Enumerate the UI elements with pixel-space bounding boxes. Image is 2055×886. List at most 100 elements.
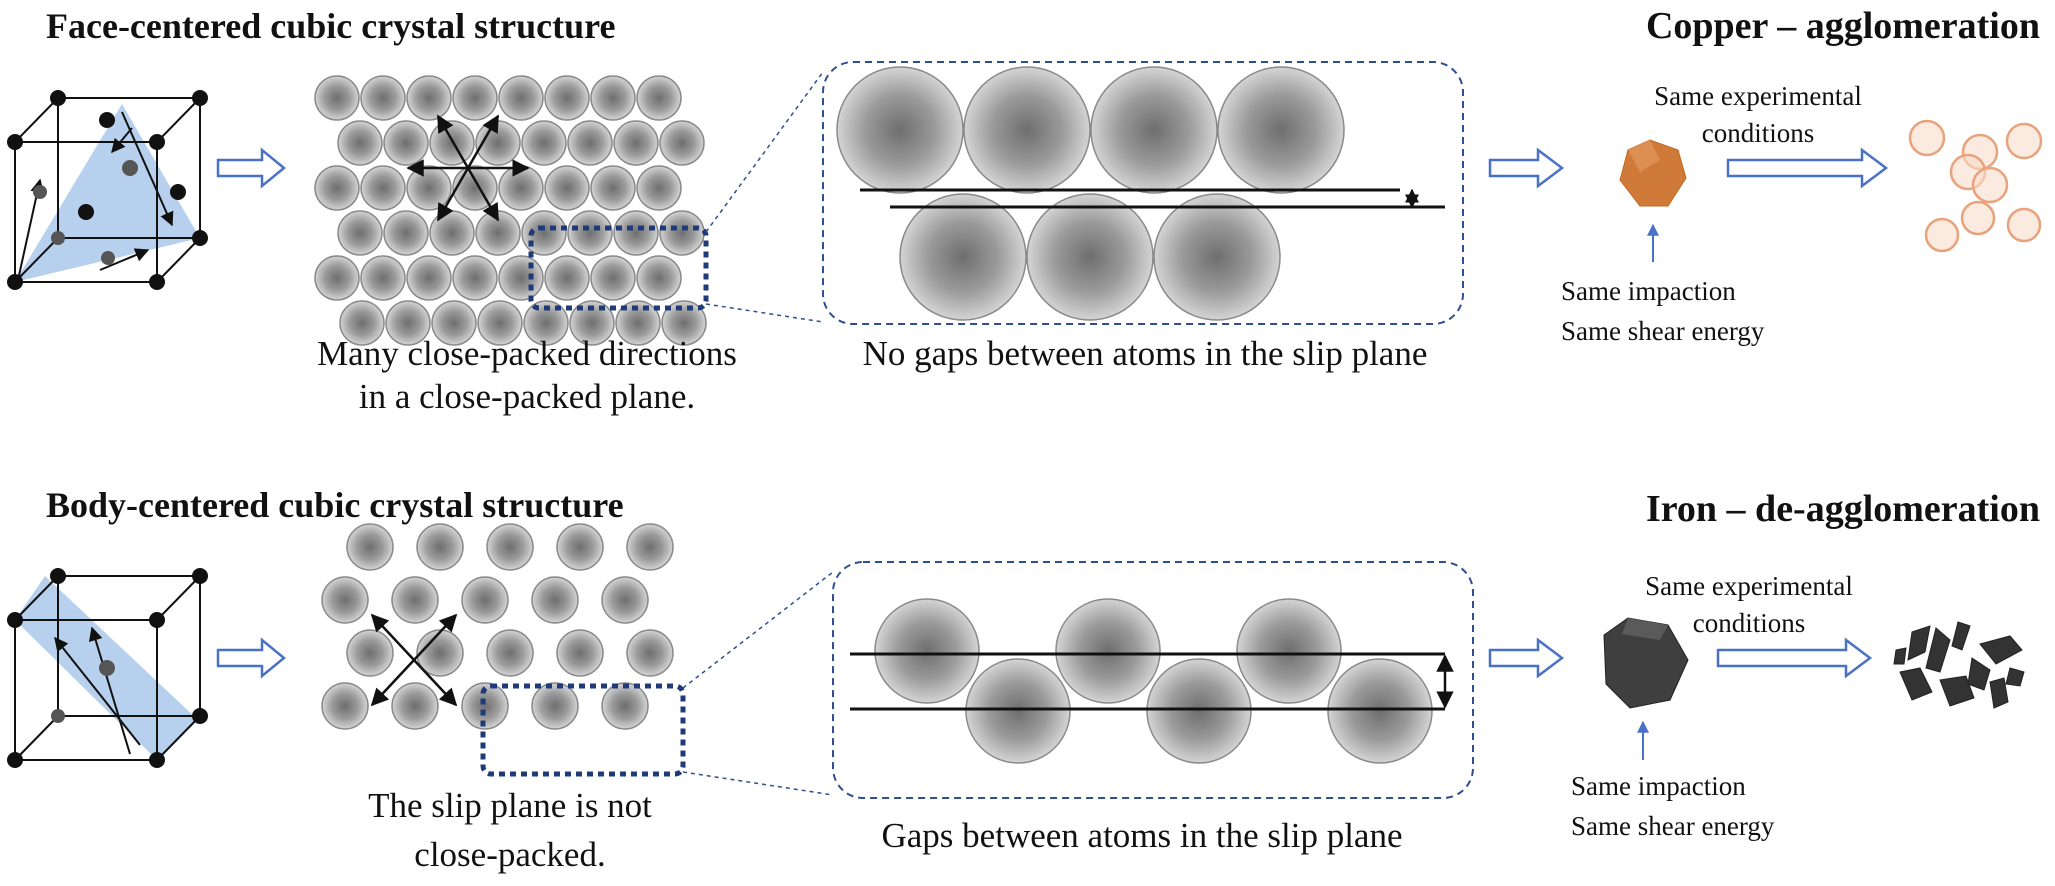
atom: [874, 598, 980, 704]
atom: [521, 210, 567, 256]
atom: [346, 523, 394, 571]
bcc-slip-lines: [850, 652, 1445, 711]
atom: [431, 300, 477, 346]
atom: [626, 523, 674, 571]
bcc-slip-caption: Gaps between atoms in the slip plane: [882, 816, 1403, 855]
atom: [321, 576, 369, 624]
atom: [498, 165, 544, 211]
atom: [416, 523, 464, 571]
four-direction-arrows-icon: [370, 613, 458, 707]
atom: [613, 210, 659, 256]
atom: [339, 300, 385, 346]
atom: [836, 66, 964, 194]
copper-impaction-line1: Same impaction: [1561, 276, 1736, 306]
iron-fragments-icon: [1893, 621, 2025, 709]
six-direction-arrows-icon: [406, 114, 530, 222]
atom: [452, 255, 498, 301]
atom: [544, 75, 590, 121]
atom: [429, 210, 475, 256]
atom: [314, 75, 360, 121]
atom: [590, 165, 636, 211]
bcc-atom-plane: [321, 523, 674, 730]
bcc-slip-plane-atoms: [874, 598, 1433, 764]
atom: [531, 682, 579, 730]
atom: [899, 193, 1027, 321]
atom: [461, 682, 509, 730]
copper-particle-icon: [1619, 139, 1687, 207]
block-arrow-icon: [216, 147, 286, 189]
atom: [314, 165, 360, 211]
atom: [601, 576, 649, 624]
block-arrow-icon: [1716, 637, 1873, 679]
atom: [406, 255, 452, 301]
bcc-caption-line2: close-packed.: [414, 835, 605, 874]
atom: [569, 300, 615, 346]
fcc-selection-box: [528, 225, 709, 311]
atom: [360, 165, 406, 211]
copper-conditions-line2: conditions: [1702, 118, 1815, 148]
fcc-close-packed-atom-plane: [314, 75, 707, 346]
atom: [523, 300, 569, 346]
atom: [613, 120, 659, 166]
iron-impaction-line2: Same shear energy: [1571, 811, 1775, 841]
atom: [1026, 193, 1154, 321]
atom: [383, 210, 429, 256]
atom: [661, 300, 707, 346]
copper-agglomerate-icon: [1908, 119, 2043, 253]
atom: [391, 576, 439, 624]
atom: [337, 210, 383, 256]
fcc-caption-line2: in a close-packed plane.: [359, 377, 695, 416]
atom: [406, 165, 452, 211]
atom: [1236, 598, 1342, 704]
fcc-slip-caption: No gaps between atoms in the slip plane: [863, 334, 1428, 373]
atom: [636, 255, 682, 301]
atom: [556, 523, 604, 571]
block-arrow-icon: [1488, 147, 1565, 189]
atom: [567, 120, 613, 166]
iron-particle-icon: [1603, 617, 1689, 709]
atom: [659, 210, 705, 256]
atom: [601, 682, 649, 730]
bcc-caption-line1: The slip plane is not: [368, 786, 652, 825]
atom: [385, 300, 431, 346]
fcc-slip-lines: [860, 188, 1445, 209]
bcc-unit-cell: [7, 568, 208, 768]
atom: [626, 629, 674, 677]
bcc-title: Body-centered cubic crystal structure: [46, 485, 624, 525]
atom: [314, 255, 360, 301]
atom: [965, 658, 1071, 764]
block-arrow-icon: [1488, 637, 1565, 679]
atom: [1055, 598, 1161, 704]
atom: [567, 210, 613, 256]
copper-impaction-line2: Same shear energy: [1561, 316, 1765, 346]
copper-conditions-line1: Same experimental: [1654, 81, 1862, 111]
atom: [383, 120, 429, 166]
atom: [590, 75, 636, 121]
copper-result-title: Copper – agglomeration: [1646, 5, 2040, 47]
atom: [636, 165, 682, 211]
iron-conditions-line2: conditions: [1693, 608, 1806, 638]
atom: [615, 300, 661, 346]
bcc-zoom-panel: [832, 561, 1474, 799]
atom: [544, 165, 590, 211]
atom: [346, 629, 394, 677]
atom: [461, 576, 509, 624]
block-arrow-icon: [1726, 147, 1889, 189]
atom: [531, 576, 579, 624]
atom: [590, 255, 636, 301]
atom: [337, 120, 383, 166]
atom: [521, 120, 567, 166]
atom: [963, 66, 1091, 194]
atom: [321, 682, 369, 730]
iron-result-title: Iron – de-agglomeration: [1646, 488, 2040, 530]
atom: [1217, 66, 1345, 194]
atom: [1153, 193, 1281, 321]
atom: [486, 629, 534, 677]
atom: [1146, 658, 1252, 764]
atom: [659, 120, 705, 166]
fcc-slip-plane-atoms: [836, 66, 1345, 321]
atom: [498, 75, 544, 121]
atom: [556, 629, 604, 677]
atom: [636, 75, 682, 121]
